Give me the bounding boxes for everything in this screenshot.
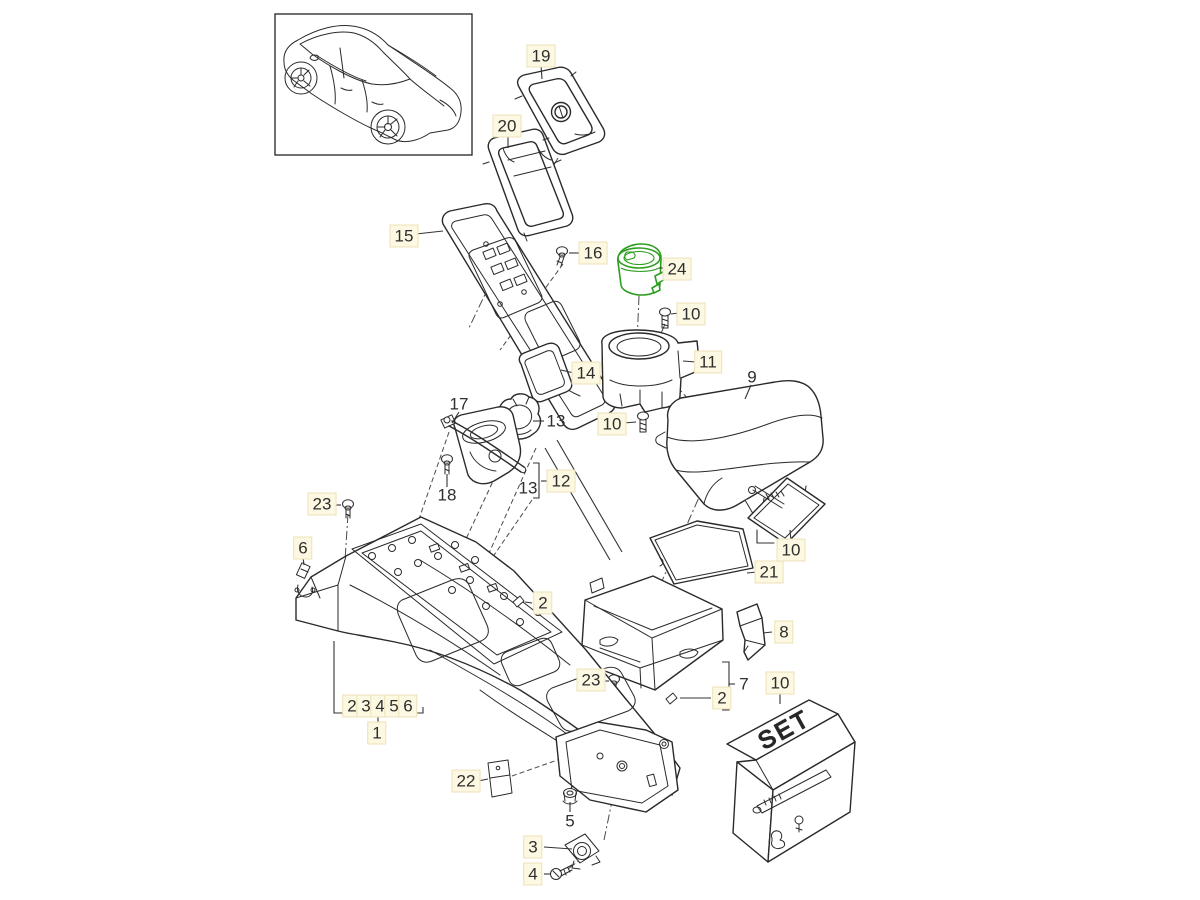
- part-label-2a[interactable]: 2: [533, 591, 553, 615]
- part-label-23b[interactable]: 23: [576, 668, 606, 692]
- part-label-16[interactable]: 16: [578, 241, 608, 265]
- car-thumbnail: [274, 13, 473, 156]
- part-label-13a[interactable]: 13: [546, 411, 566, 431]
- part-label-5[interactable]: 5: [565, 811, 575, 831]
- part-2a-plug: [512, 595, 525, 608]
- part-label-8[interactable]: 8: [774, 620, 794, 644]
- part-23a-screw: [342, 499, 354, 519]
- part-label-10c[interactable]: 10: [776, 538, 806, 562]
- part-label-2b[interactable]: 2: [712, 686, 732, 710]
- part-20-bezel-frame: [482, 128, 574, 242]
- part-7-storage-bin: [581, 575, 724, 691]
- switch-detail-rects: [482, 241, 528, 307]
- part-10a-screw: [659, 307, 671, 329]
- console-body: [295, 516, 681, 796]
- part-label-24[interactable]: 24: [662, 257, 692, 281]
- part-21-rubber-mat: [649, 520, 754, 585]
- part-10b-screw: [637, 411, 649, 433]
- part-label-7[interactable]: 7: [739, 674, 749, 694]
- part-3-latch: [564, 833, 601, 870]
- part-label-12[interactable]: 12: [546, 469, 576, 493]
- part-label-10d[interactable]: 10: [765, 671, 795, 695]
- part-11-cupholder-housing: [601, 329, 701, 413]
- part-label-9[interactable]: 9: [747, 367, 757, 387]
- part-5-grommet: [562, 788, 578, 805]
- part-label-21[interactable]: 21: [754, 560, 784, 584]
- part-label-3[interactable]: 3: [523, 835, 543, 859]
- part-16-screw: [556, 246, 568, 267]
- part-label-20[interactable]: 20: [492, 114, 522, 138]
- part-14-rubber-pad: [518, 342, 573, 403]
- part-18-screw: [441, 454, 453, 475]
- part-label-19[interactable]: 19: [526, 44, 556, 68]
- part-17-insert-strap: [440, 406, 527, 485]
- part-label-23a[interactable]: 23: [307, 492, 337, 516]
- part-label-22[interactable]: 22: [451, 769, 481, 793]
- part-24-ashtray-insert-highlighted[interactable]: [617, 243, 666, 296]
- part-label-14[interactable]: 14: [571, 361, 601, 385]
- part-label-g6[interactable]: 6: [398, 694, 418, 718]
- part-label-11[interactable]: 11: [694, 350, 722, 374]
- part-label-17[interactable]: 17: [449, 394, 469, 414]
- part-label-18[interactable]: 18: [437, 485, 457, 505]
- rear-console-piece: [555, 721, 679, 813]
- part-2b-plug: [665, 692, 678, 705]
- car-outline-drawing: [283, 25, 462, 145]
- part-6-clip: [294, 562, 316, 598]
- part-label-4[interactable]: 4: [523, 862, 543, 886]
- part-label-15[interactable]: 15: [389, 224, 419, 248]
- part-8-bracket: [736, 603, 766, 661]
- part-10c-hinge-set: [747, 477, 826, 545]
- part-label-10a[interactable]: 10: [676, 302, 706, 326]
- part-label-10b[interactable]: 10: [597, 412, 627, 436]
- set-box-contents: [752, 769, 832, 849]
- part-22-cover-plate: [487, 759, 513, 798]
- part-label-6[interactable]: 6: [293, 536, 313, 560]
- part-label-1[interactable]: 1: [367, 721, 387, 745]
- part-label-13b[interactable]: 13: [518, 478, 538, 498]
